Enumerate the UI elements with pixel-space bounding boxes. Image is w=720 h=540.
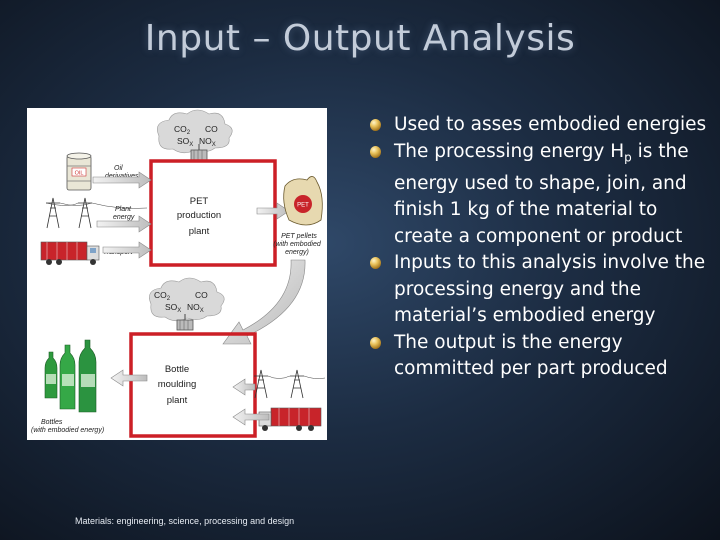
svg-text:OIL: OIL	[75, 171, 84, 177]
pet-plant-label-2: production	[177, 210, 221, 221]
plant-energy-label-2: energy	[113, 214, 135, 221]
oil-derivatives-label-1: Oil	[114, 165, 123, 172]
bullet-text: Used to asses embodied energies	[394, 114, 706, 135]
bottle-plant-label-3: plant	[167, 395, 188, 406]
transport-truck-icon-top	[41, 242, 99, 265]
bullet-subscript: p	[624, 150, 632, 164]
bottles-label-2: (with embodied energy)	[31, 427, 104, 434]
bullet-item: Used to asses embodied energies	[370, 112, 710, 139]
slide-title: Input – Output Analysis	[0, 18, 720, 59]
emission-co-top: CO	[205, 124, 218, 134]
pet-plant-label-3: plant	[189, 226, 210, 237]
emission-co-bottom: CO	[195, 290, 208, 300]
bullet-text: The output is the energy committed per p…	[394, 332, 668, 380]
oil-drum-icon: OIL	[67, 153, 91, 190]
bottles-label-1: Bottles	[41, 419, 63, 426]
pet-pellets-label-1: PET pellets	[281, 233, 317, 240]
pet-plant-label-1: PET	[190, 196, 209, 207]
bullet-list: Used to asses embodied energies The proc…	[370, 112, 710, 383]
emissions-cloud-bottom: CO2 CO SOX NOX	[149, 278, 224, 321]
bullet-icon	[370, 146, 381, 158]
bottle-plant-label-2: moulding	[158, 379, 197, 390]
bullet-icon	[370, 337, 381, 349]
power-pylon-bottom-right	[290, 370, 304, 398]
bullet-icon	[370, 119, 381, 131]
emissions-cloud-top: CO2 CO SOX NOX	[157, 110, 232, 153]
power-pylon-top-right	[78, 198, 92, 228]
input-output-diagram: CO2 CO SOX NOX PET production plant OIL …	[27, 108, 327, 440]
source-caption: Materials: engineering, science, process…	[75, 516, 294, 526]
bullet-text: The processing energy H	[394, 141, 624, 162]
bullet-icon	[370, 257, 381, 269]
power-pylon-top-left	[46, 198, 60, 228]
plant-energy-label-1: Plant	[115, 206, 132, 213]
pet-pellets-label-2: (with embodied	[273, 241, 322, 248]
pellets-to-bottle-plant-arrow	[223, 260, 305, 344]
bottle-plant-energy-arrow	[233, 379, 255, 395]
bullet-text: Inputs to this analysis involve the proc…	[394, 252, 705, 326]
pet-pellet-bag-icon: PET	[284, 176, 323, 225]
svg-text:PET: PET	[297, 203, 309, 209]
green-bottles-icon	[45, 340, 96, 412]
bottle-plant-label-1: Bottle	[165, 364, 189, 375]
pet-pellets-label-3: energy)	[285, 249, 309, 256]
bullet-item: Inputs to this analysis involve the proc…	[370, 250, 710, 330]
bullet-item: The output is the energy committed per p…	[370, 330, 710, 383]
bullet-item: The processing energy Hp is the energy u…	[370, 139, 710, 251]
bottles-output-arrow	[111, 370, 147, 386]
